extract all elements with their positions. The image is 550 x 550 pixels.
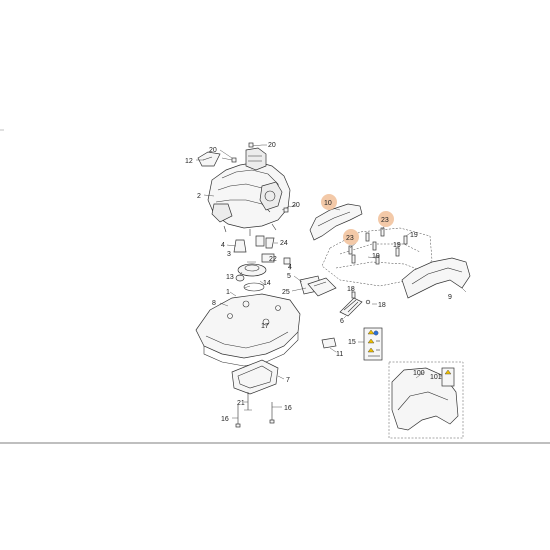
clip-part (339, 291, 371, 317)
inset-box (388, 361, 464, 439)
callout-15: 15 (348, 339, 356, 346)
callout-12: 12 (185, 158, 193, 165)
gasket-part (231, 359, 279, 395)
callout-18: 18 (378, 302, 386, 309)
callout-19: 19 (393, 242, 401, 249)
long-bolt-part (235, 392, 275, 428)
callout-16: 16 (284, 405, 292, 412)
callout-24: 24 (280, 240, 288, 247)
callout-9: 9 (448, 294, 452, 301)
callout-17: 17 (261, 323, 269, 330)
callout-20: 20 (268, 142, 276, 149)
seal-ring-part (235, 263, 267, 292)
side-cover-part (401, 257, 471, 299)
callout-11: 11 (336, 351, 343, 358)
callout-4: 4 (221, 242, 225, 249)
filter-element-part (197, 151, 221, 167)
bolt-part (221, 142, 291, 213)
callout-23: 23 (346, 235, 354, 242)
callout-13: 13 (226, 274, 234, 281)
callout-6: 6 (340, 318, 344, 325)
callout-highlight-10 (321, 194, 337, 210)
callout-20: 20 (209, 147, 217, 154)
grip-part (299, 275, 337, 297)
warning-labels-part (363, 327, 383, 361)
callout-labels: 20 20 12 2 20 10 23 23 19 19 19 4 3 24 2… (185, 142, 452, 423)
callout-2: 2 (197, 193, 201, 200)
callout-20: 20 (292, 202, 300, 209)
deck-cover-part (195, 293, 301, 367)
spacer-part (233, 235, 291, 265)
callout-19: 19 (372, 253, 380, 260)
callout-highlight-23b (343, 229, 359, 245)
engine-part (207, 147, 291, 236)
callout-5: 5 (287, 273, 291, 280)
callout-101: 101 (430, 374, 442, 381)
callout-1: 1 (226, 289, 230, 296)
callout-23: 23 (381, 217, 389, 224)
callout-7: 7 (286, 377, 290, 384)
callout-19: 19 (410, 232, 418, 239)
callout-4: 4 (288, 264, 292, 271)
callout-8: 8 (212, 300, 216, 307)
callout-25: 25 (282, 289, 290, 296)
callout-22: 22 (269, 256, 277, 263)
block-part (321, 337, 337, 349)
callout-highlight-23a (378, 211, 394, 227)
callout-100: 100 (413, 370, 425, 377)
callout-14: 14 (263, 280, 271, 287)
callout-16: 16 (221, 416, 229, 423)
screw-part (348, 227, 408, 265)
callout-18: 18 (347, 286, 355, 293)
callout-10: 10 (324, 200, 332, 207)
callout-3: 3 (227, 251, 231, 258)
handle-cover-part (309, 203, 363, 241)
callout-21: 21 (237, 400, 245, 407)
